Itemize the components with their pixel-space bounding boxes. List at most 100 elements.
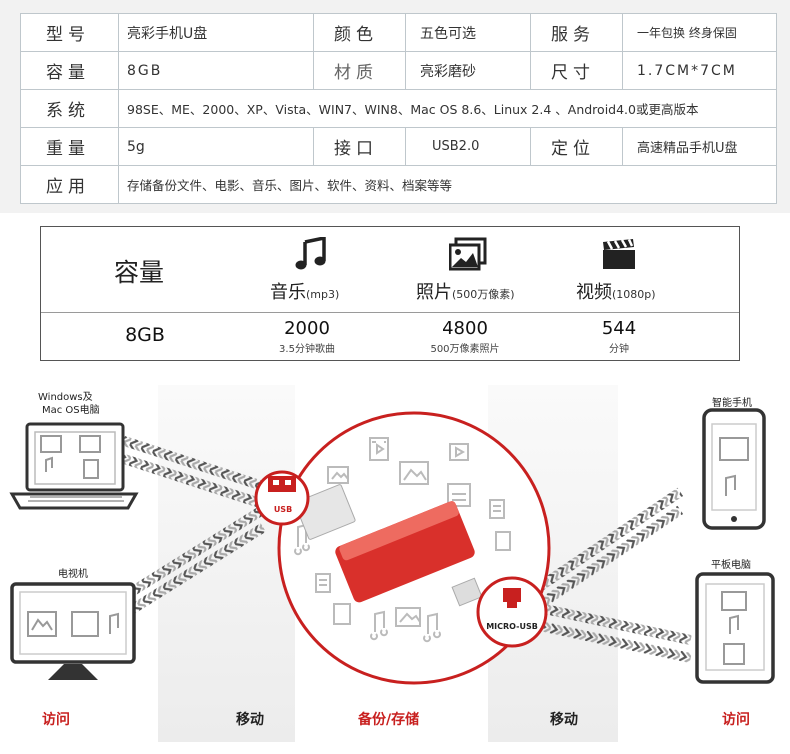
- usb-drive: [294, 484, 483, 607]
- stream-tv-top: [125, 505, 266, 599]
- spec-key: 颜色: [313, 13, 406, 52]
- spec-key: 容量: [20, 51, 119, 90]
- laptop-icon: [9, 422, 139, 510]
- stream-tablet-bottom: [542, 622, 692, 663]
- capacity-box: 容量 音乐(mp3) 照片(500万像素) 视频(1080p) 8GB 2000…: [40, 226, 740, 361]
- video-count: 544: [601, 318, 637, 339]
- music-note-icon: [370, 610, 388, 641]
- smartphone-icon: [702, 408, 766, 530]
- picture-icon: [327, 466, 349, 484]
- usb-connector: [294, 484, 356, 540]
- picture-icon: [399, 461, 429, 485]
- spec-key: 材质: [313, 51, 406, 90]
- circle-media-icons: [294, 437, 511, 643]
- tablet-icon: [695, 572, 775, 684]
- capacity-value: 8GB: [125, 324, 165, 346]
- usb-port-icon: [268, 476, 296, 492]
- spec-key: 重量: [20, 127, 119, 166]
- spec-key: 型号: [20, 13, 119, 52]
- picture-icon: [395, 607, 421, 627]
- micro-usb-badge-label: MICRO-USB: [486, 622, 538, 631]
- tv-label: 电视机: [58, 569, 88, 580]
- spec-value: 高速精品手机U盘: [622, 127, 777, 166]
- phone-label: 智能手机: [712, 398, 752, 409]
- spec-key: 定位: [530, 127, 623, 166]
- spec-section: 型号 亮彩手机U盘 颜色 五色可选 服务 一年包换 终身保固 容量 8GB 材质…: [0, 0, 790, 213]
- pc-label-line2: Mac OS电脑: [42, 405, 100, 416]
- spec-value: 1.7CM*7CM: [622, 51, 777, 90]
- label-access-right: 访问: [722, 712, 750, 728]
- spec-key: 接口: [313, 127, 406, 166]
- clapperboard-icon: [603, 238, 635, 269]
- spec-value: 5g: [118, 127, 314, 166]
- music-note-icon: [294, 523, 310, 556]
- photo-note: 500万像素照片: [430, 344, 500, 355]
- spec-key: 应用: [20, 165, 119, 204]
- label-move-right: 移动: [550, 712, 578, 728]
- photo-title: 照片: [416, 282, 452, 303]
- spec-value: 98SE、ME、2000、XP、Vista、WIN7、WIN8、Mac OS 8…: [118, 89, 777, 128]
- spec-value: 五色可选: [405, 13, 531, 52]
- film-icon: [369, 437, 389, 461]
- photo-unit: (500万像素): [452, 288, 515, 301]
- picture-icon: [449, 237, 487, 271]
- label-backup-storage: 备份/存储: [358, 712, 420, 728]
- stream-tv-bottom: [124, 523, 266, 617]
- document-icon: [489, 499, 505, 519]
- music-unit: (mp3): [306, 288, 340, 301]
- spec-key: 尺寸: [530, 51, 623, 90]
- photo-count: 4800: [442, 318, 488, 339]
- label-move-left: 移动: [236, 712, 264, 728]
- micro-usb-port-icon: [503, 588, 521, 608]
- capacity-label: 容量: [114, 258, 165, 287]
- picture-icon: [495, 531, 511, 551]
- video-icon: [449, 443, 469, 461]
- spec-value: 亮彩磨砂: [405, 51, 531, 90]
- spec-row-usage: 应用 存储备份文件、电影、音乐、图片、软件、资料、档案等等: [20, 165, 777, 204]
- spec-value: USB2.0: [405, 127, 531, 166]
- usb-port-pin: [285, 480, 291, 485]
- connectivity-diagram: Windows及 Mac OS电脑 电视机 智能手机 平板电脑 USB MICR…: [0, 372, 790, 754]
- music-note-icon: [423, 612, 441, 643]
- usb-port-pin: [273, 480, 279, 485]
- document-icon: [315, 573, 331, 593]
- data-flow-streams: [121, 435, 692, 663]
- capacity-divider: [41, 312, 739, 313]
- music-note: 3.5分钟歌曲: [279, 344, 335, 355]
- spec-key: 服务: [530, 13, 623, 52]
- music-count: 2000: [284, 318, 330, 339]
- tv-icon: [10, 582, 136, 680]
- stream-phone-bottom: [520, 505, 684, 621]
- video-heading: 视频(1080p): [576, 278, 656, 304]
- label-access-left: 访问: [42, 712, 70, 728]
- spec-value: 存储备份文件、电影、音乐、图片、软件、资料、档案等等: [118, 165, 777, 204]
- music-note-icon: [295, 237, 326, 270]
- stream-phone-top: [520, 487, 684, 603]
- stream-pc-top: [121, 435, 268, 492]
- spec-row-weight: 重量 5g 接口 USB2.0 定位 高速精品手机U盘: [20, 127, 777, 166]
- document-icon: [333, 603, 351, 625]
- music-heading: 音乐(mp3): [270, 278, 339, 304]
- usb-badge-label: USB: [273, 505, 293, 514]
- spec-row-model: 型号 亮彩手机U盘 颜色 五色可选 服务 一年包换 终身保固: [20, 13, 777, 52]
- spec-row-system: 系统 98SE、ME、2000、XP、Vista、WIN7、WIN8、Mac O…: [20, 89, 777, 128]
- spec-value: 亮彩手机U盘: [118, 13, 314, 52]
- photo-heading: 照片(500万像素): [416, 278, 515, 304]
- spec-value: 一年包换 终身保固: [622, 13, 777, 52]
- micro-usb-badge[interactable]: [476, 576, 548, 648]
- pc-label-line1: Windows及: [38, 392, 93, 403]
- spec-table: 型号 亮彩手机U盘 颜色 五色可选 服务 一年包换 终身保固 容量 8GB 材质…: [20, 13, 777, 204]
- video-note: 分钟: [609, 344, 629, 355]
- tablet-label: 平板电脑: [711, 560, 751, 571]
- micro-usb-connector: [451, 577, 483, 607]
- usb-drive-highlight: [339, 501, 459, 561]
- document-icon: [447, 483, 471, 507]
- spec-value: 8GB: [118, 51, 314, 90]
- usb-drive-body: [335, 501, 475, 603]
- stream-tablet-top: [542, 604, 692, 645]
- spec-key: 系统: [20, 89, 119, 128]
- diagram-graphics: [9, 408, 775, 685]
- video-title: 视频: [576, 282, 612, 303]
- music-title: 音乐: [270, 282, 306, 303]
- spec-row-capacity: 容量 8GB 材质 亮彩磨砂 尺寸 1.7CM*7CM: [20, 51, 777, 90]
